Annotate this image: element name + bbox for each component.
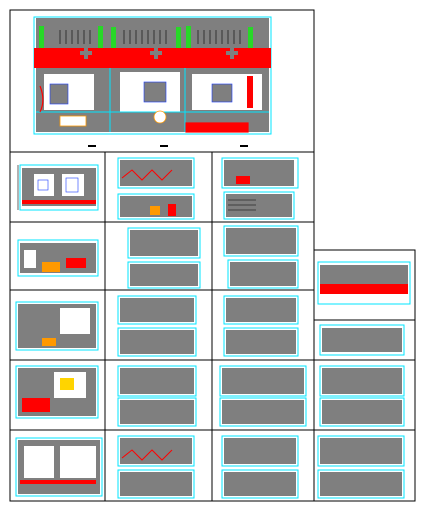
row3-elevation-b	[223, 295, 299, 357]
row5-floor-plan	[15, 437, 103, 497]
main-plan-sanitary	[59, 110, 167, 127]
row4-elevation-c	[319, 365, 405, 427]
main-plan-cross-markers	[80, 47, 238, 59]
row4-floor-plan	[15, 365, 99, 419]
main-plan-greenery	[39, 26, 253, 52]
row5-elevation-b	[221, 435, 299, 499]
row2-elevation-a	[127, 227, 201, 289]
row5-elevation-a	[117, 435, 195, 499]
row2-elevation-b	[223, 225, 299, 289]
row4-elevation-b	[219, 365, 307, 427]
row5-elevation-c	[317, 435, 405, 499]
row4-elevation-a	[117, 365, 197, 427]
row1-floor-plan	[17, 164, 99, 211]
side-section	[317, 261, 411, 305]
row3-elevation-a	[117, 295, 197, 357]
main-plan-red-band	[34, 48, 271, 68]
row1-elevation-a	[117, 157, 195, 220]
main-floor-plan	[33, 16, 272, 147]
row1-elevation-b	[221, 157, 299, 220]
sheet-frame	[9, 9, 416, 502]
row3-floor-plan	[15, 301, 99, 351]
small-elevation	[319, 324, 405, 356]
row2-floor-plan	[17, 239, 99, 277]
